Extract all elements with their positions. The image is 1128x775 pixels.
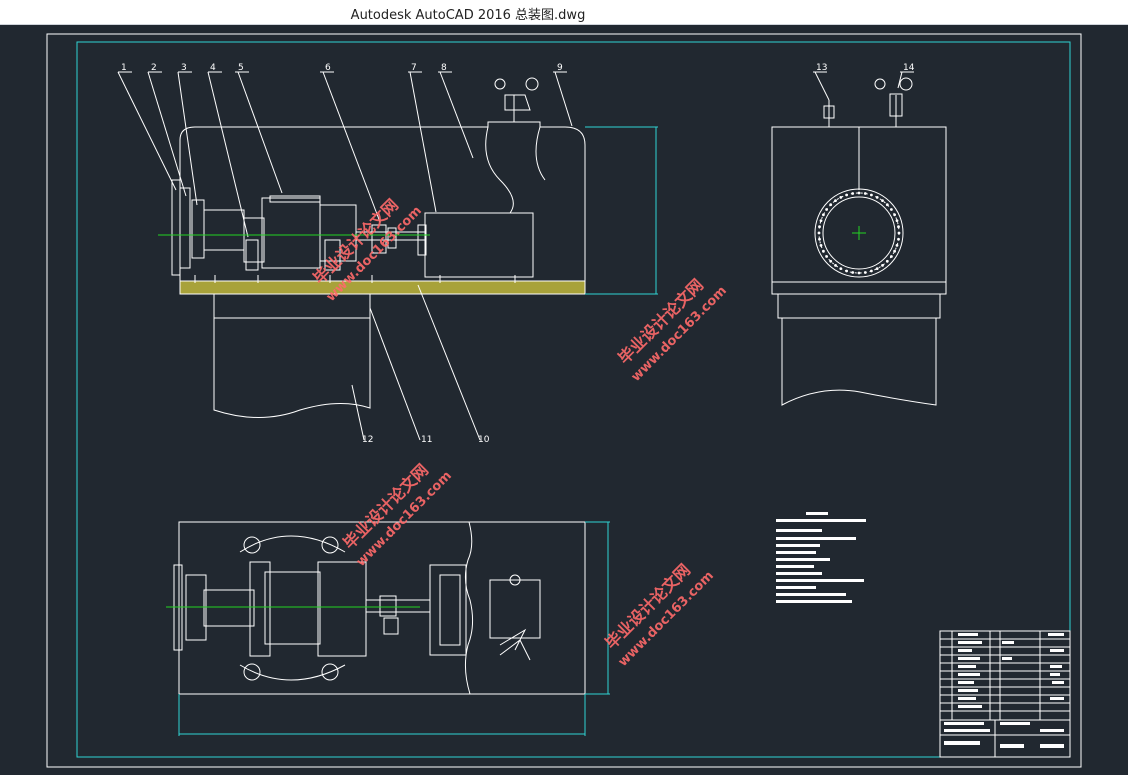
bolt-hole xyxy=(895,219,899,223)
title-bar: Autodesk AutoCAD 2016 总装图.dwg xyxy=(0,0,1128,25)
bolt-hole xyxy=(825,255,828,258)
front-view xyxy=(117,71,586,441)
watermark-2: 毕业设计论文网 www.doc163.com xyxy=(339,460,455,570)
watermark-3: 毕业设计论文网 www.doc163.com xyxy=(614,275,730,385)
title-block-text xyxy=(944,633,1064,748)
bolt-hole xyxy=(845,269,848,273)
bolt-hole xyxy=(829,203,833,207)
sheet-outer-border xyxy=(46,33,1082,768)
part-label-14: 14 xyxy=(903,63,915,73)
bolt-hole xyxy=(822,249,825,253)
top-view xyxy=(173,521,586,695)
bolt-hole xyxy=(834,199,837,203)
bolt-hole xyxy=(822,213,825,217)
window-title: Autodesk AutoCAD 2016 总装图.dwg xyxy=(350,8,586,23)
bolt-hole xyxy=(857,271,861,275)
bolt-hole xyxy=(829,259,833,263)
bolt-hole xyxy=(895,244,899,247)
part-label-11: 11 xyxy=(421,435,432,445)
sheet-inner-border xyxy=(76,41,1071,758)
bolt-hole xyxy=(839,196,843,199)
bolt-hole xyxy=(885,259,889,263)
bolt-hole xyxy=(818,237,821,241)
bolt-hole xyxy=(897,237,900,241)
bolt-hole xyxy=(863,192,867,195)
side-view-bolt-ring xyxy=(817,191,901,275)
bolt-hole xyxy=(875,196,879,199)
part-label-1: 1 xyxy=(121,63,127,73)
bolt-hole xyxy=(863,271,867,274)
bolt-hole xyxy=(834,264,837,267)
part-label-6: 6 xyxy=(325,63,331,73)
bolt-hole xyxy=(893,249,896,253)
bolt-hole xyxy=(893,213,896,217)
bolt-hole xyxy=(818,225,821,229)
technical-notes xyxy=(776,512,866,603)
part-label-3: 3 xyxy=(181,63,187,73)
part-label-5: 5 xyxy=(238,63,244,73)
part-label-9: 9 xyxy=(557,63,563,73)
bolt-hole xyxy=(817,231,821,235)
cad-drawing-canvas[interactable]: 1 2 3 4 5 6 7 8 9 10 11 12 13 14 xyxy=(0,24,1128,775)
bolt-hole xyxy=(881,199,884,203)
bolt-hole xyxy=(819,219,823,223)
base-plate-hatch xyxy=(179,280,586,295)
bolt-hole xyxy=(890,255,893,258)
bolt-hole xyxy=(851,271,855,274)
part-label-10: 10 xyxy=(478,435,490,445)
bolt-hole xyxy=(839,267,843,270)
side-view-fan-ring-outer xyxy=(814,188,904,278)
part-label-12: 12 xyxy=(362,435,373,445)
title-block xyxy=(939,630,1071,758)
bolt-hole xyxy=(885,203,889,207)
bolt-hole xyxy=(897,225,900,229)
bolt-hole xyxy=(890,208,893,211)
bolt-hole xyxy=(881,264,884,267)
bolt-hole xyxy=(875,267,879,270)
part-label-7: 7 xyxy=(411,63,417,73)
bolt-hole xyxy=(870,269,873,273)
bolt-hole xyxy=(825,208,828,211)
part-label-8: 8 xyxy=(441,63,447,73)
watermark-4: 毕业设计论文网 www.doc163.com xyxy=(601,560,717,670)
part-label-13: 13 xyxy=(816,63,827,73)
bolt-hole xyxy=(845,193,848,197)
bolt-hole xyxy=(897,231,901,235)
part-label-2: 2 xyxy=(151,63,157,73)
part-label-4: 4 xyxy=(210,63,216,73)
bolt-hole xyxy=(870,193,873,197)
bolt-hole xyxy=(819,244,823,247)
bolt-hole xyxy=(851,192,855,195)
bolt-hole xyxy=(857,191,861,195)
